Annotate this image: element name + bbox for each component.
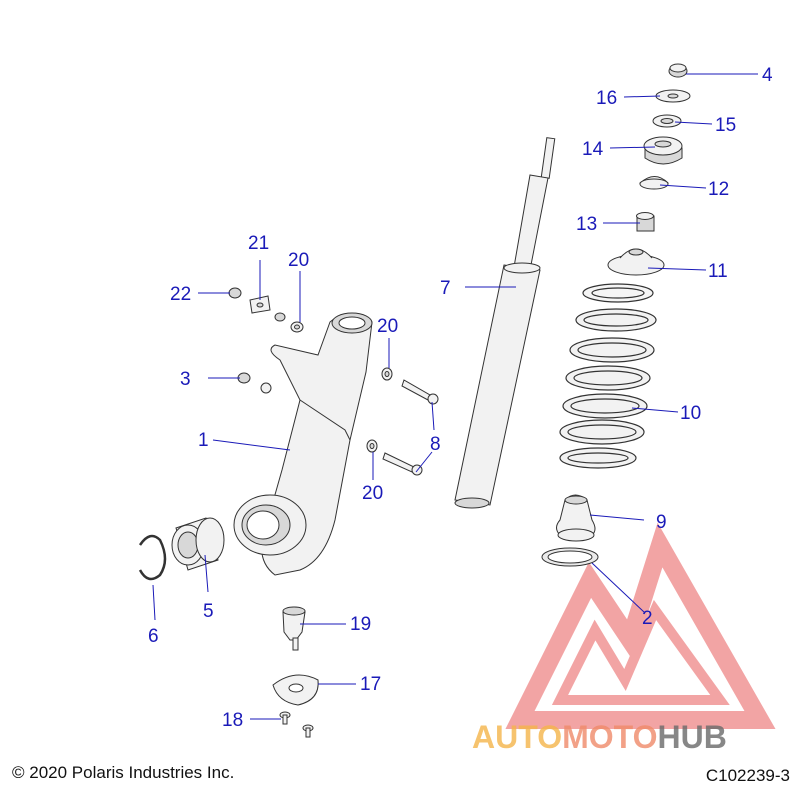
callout-labels: 4 16 15 14 12 13 11 7 10 9 2 3 1 5 6 22 …: [148, 65, 773, 731]
callout-1: 1: [198, 430, 209, 451]
leader-lines: [152, 73, 758, 720]
callout-14: 14: [582, 139, 604, 160]
part-1-knuckle: [233, 312, 373, 576]
part-10-coil-spring: [559, 283, 657, 469]
part-9-bump-stop: [556, 494, 596, 542]
part-19-ball-joint: [282, 606, 306, 651]
part-4-nut: [668, 63, 688, 78]
part-22-nut: [228, 287, 242, 299]
callout-9: 9: [656, 512, 667, 533]
part-12-cup: [639, 176, 669, 190]
part-14-bushing: [643, 136, 683, 165]
part-8-bolts: [382, 379, 439, 476]
callout-8: 8: [430, 434, 441, 455]
watermark-text-moto: MOTO: [562, 719, 657, 755]
part-16-washer: [655, 89, 691, 103]
part-5-bearing: [171, 517, 225, 571]
callout-6: 6: [148, 626, 159, 647]
callout-17: 17: [360, 674, 381, 695]
part-11-spring-seat: [607, 248, 665, 276]
part-13-bushing: [636, 212, 655, 232]
callout-11: 11: [708, 261, 728, 282]
callout-20-top: 20: [288, 250, 309, 271]
callout-20-right: 20: [377, 316, 398, 337]
part-3-nut: [237, 372, 272, 394]
part-20-washers: [274, 312, 393, 453]
diagram-code: C102239-3: [705, 766, 790, 785]
callout-2: 2: [642, 608, 653, 629]
callout-15: 15: [715, 115, 736, 136]
callout-5: 5: [203, 601, 214, 622]
callout-19: 19: [350, 614, 371, 635]
part-21-clip: [249, 295, 271, 314]
callout-4: 4: [762, 65, 773, 86]
callout-20-bottom: 20: [362, 483, 383, 504]
callout-16: 16: [596, 88, 617, 109]
part-2-ring: [541, 547, 599, 567]
callout-18: 18: [222, 710, 243, 731]
watermark-triangle: [505, 522, 776, 729]
part-6-snap-ring: [138, 534, 167, 581]
part-7-shock-absorber: [454, 137, 556, 509]
part-15-washer: [652, 114, 682, 128]
part-18-screws: [279, 711, 314, 738]
watermark-text-hub: HUB: [657, 719, 726, 755]
callout-22: 22: [170, 284, 191, 305]
copyright-notice: © 2020 Polaris Industries Inc.: [12, 763, 235, 782]
part-17-plate: [272, 674, 319, 706]
watermark-text: AUTOMOTOHUB: [472, 719, 727, 755]
watermark-logo: [505, 522, 776, 729]
watermark-text-auto: AUTO: [472, 719, 562, 755]
callout-10: 10: [680, 403, 701, 424]
callout-7: 7: [440, 278, 451, 299]
callout-3: 3: [180, 369, 191, 390]
callout-13: 13: [576, 214, 597, 235]
callout-21: 21: [248, 233, 269, 254]
callout-12: 12: [708, 179, 729, 200]
